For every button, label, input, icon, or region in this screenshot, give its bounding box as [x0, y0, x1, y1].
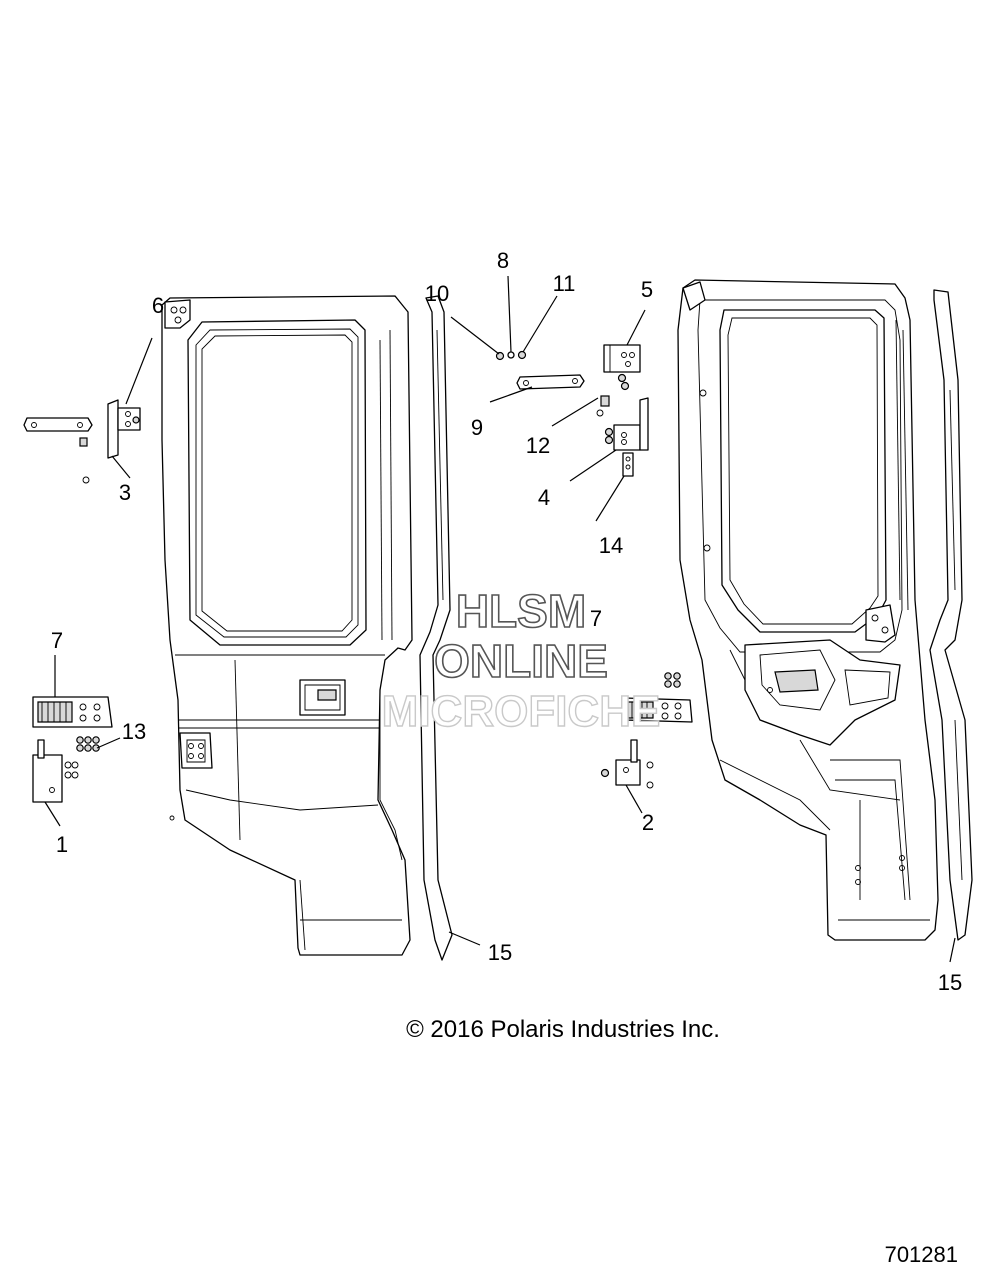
part-7-striker-left: [32, 696, 113, 728]
callout-13: 13: [122, 719, 146, 744]
part-14-plate: [622, 452, 634, 477]
left-door-panel: [161, 295, 413, 956]
part-7-striker-right: [624, 672, 693, 723]
copyright-notice: © 2016 Polaris Industries Inc.: [406, 1016, 720, 1043]
leader-lines: [44, 275, 956, 963]
right-seal-strip: [929, 289, 973, 941]
part-door-strap-left: [23, 417, 93, 484]
watermark-line1: HLSM: [456, 585, 586, 637]
part-13-hardware: [76, 736, 100, 752]
callout-5: 5: [641, 277, 653, 302]
callout-11: 11: [553, 271, 576, 296]
left-seal-strip: [419, 295, 453, 961]
part-8-10-11-hardware: [495, 350, 527, 361]
callout-14: 14: [599, 533, 623, 558]
part-4-hinge-bracket: [604, 397, 649, 451]
callout-2: 2: [642, 810, 654, 835]
callout-8: 8: [497, 248, 509, 273]
callout-1: 1: [56, 832, 68, 857]
callout-15-right: 15: [938, 970, 962, 995]
part-12-fastener: [596, 395, 610, 417]
callout-labels: 1 2 3 4 5 6 7 7 8 9 10 11 12 13 14 15 15: [51, 248, 962, 995]
callout-6: 6: [152, 293, 164, 318]
part-5-hinge-bracket: [603, 344, 641, 391]
right-door-panel: [677, 279, 939, 941]
callout-10: 10: [425, 281, 449, 306]
callout-7-left: 7: [51, 628, 63, 653]
part-9-door-strap: [516, 374, 585, 390]
callout-4: 4: [538, 485, 550, 510]
callout-9: 9: [471, 415, 483, 440]
part-2-latch-bracket: [600, 739, 654, 789]
callout-12: 12: [526, 433, 550, 458]
figure-number: 701281: [885, 1242, 958, 1267]
callout-15-left: 15: [488, 940, 512, 965]
part-1-latch-bracket: [32, 739, 79, 803]
watermark: HLSM ONLINE MICROFICHE: [381, 584, 661, 737]
callout-7-right: 7: [590, 606, 602, 631]
watermark-line3: MICROFICHE: [382, 687, 661, 736]
part-6-hinge-bracket: [107, 399, 141, 459]
watermark-line2: ONLINE: [434, 635, 608, 687]
callout-3: 3: [119, 480, 131, 505]
